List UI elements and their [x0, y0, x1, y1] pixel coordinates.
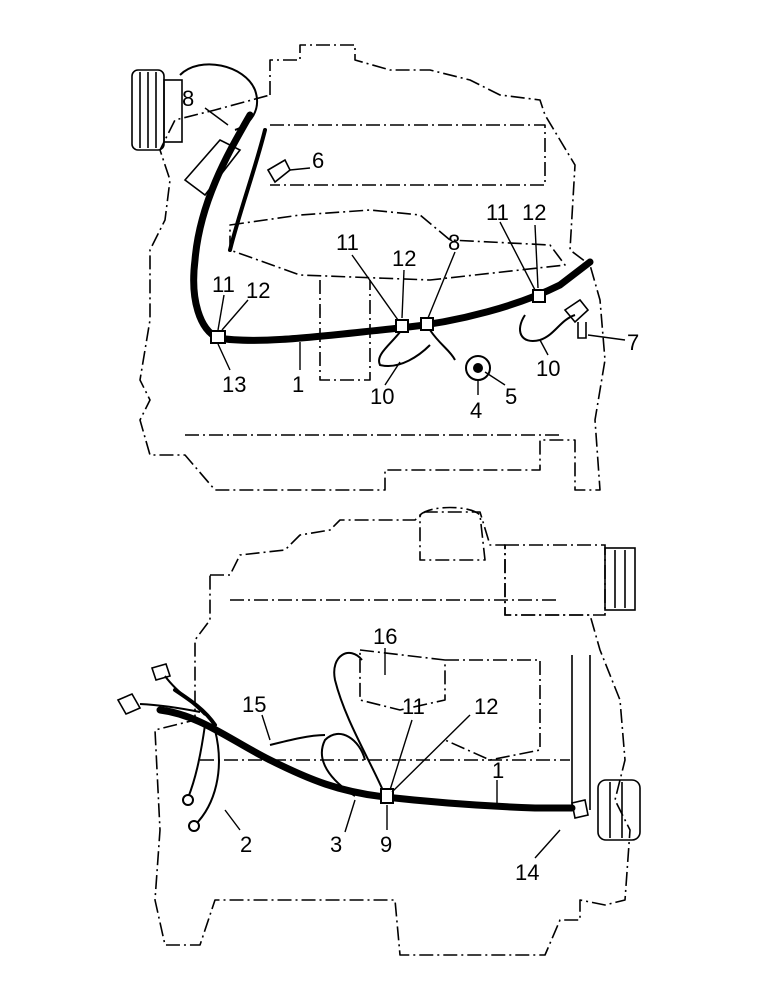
top-callout-8a: 8	[182, 86, 194, 111]
bottom-engine-outline	[154, 511, 631, 956]
top-callout-10b: 10	[536, 356, 560, 381]
bottom-turbo	[419, 506, 486, 561]
top-sensor-disc-center	[473, 363, 483, 373]
bottom-loop-3	[320, 733, 366, 797]
top-leader-10b	[539, 339, 549, 356]
bottom-terminal-b	[188, 820, 200, 832]
bottom-harness-left-branch	[173, 688, 217, 727]
top-alternator-bracket	[183, 139, 242, 197]
top-leader-12b	[534, 224, 539, 289]
bottom-air-cleaner	[504, 544, 606, 616]
top-leader-12a	[401, 269, 405, 319]
top-harness-branch-upper	[228, 128, 267, 252]
bottom-wire-to-connector-b	[164, 675, 206, 716]
bottom-engine-view: 16 15 11 12 1 2 3 9 14	[116, 506, 641, 956]
top-callout-12a: 12	[392, 246, 416, 271]
bottom-wire-to-connector-a	[139, 703, 201, 713]
top-callout-1: 1	[292, 372, 304, 397]
top-branch-wire-10c	[519, 314, 576, 342]
bottom-pulley	[597, 547, 641, 841]
top-branch-wire-10a	[378, 331, 431, 367]
bottom-leader-15	[261, 714, 271, 741]
top-manifold	[229, 209, 566, 281]
top-callout-11c: 11	[212, 272, 235, 297]
top-leader-6	[289, 167, 311, 171]
bottom-callout-11: 11	[402, 694, 425, 719]
top-callout-6: 6	[312, 148, 324, 173]
top-leader-11a	[351, 254, 399, 321]
bottom-left-wire-a	[187, 724, 206, 799]
bottom-leader-12	[391, 714, 471, 793]
top-leader-5	[484, 371, 506, 386]
top-branch-wire-10b	[429, 329, 456, 361]
top-clip-mid-b	[420, 317, 434, 331]
bottom-callout-2: 2	[240, 832, 252, 857]
top-leader-8b	[427, 251, 456, 319]
top-leader-7	[587, 334, 626, 341]
top-callout-13: 13	[222, 372, 246, 397]
bottom-connector-a	[116, 692, 142, 716]
top-engine-view: 8 6 11 12 8 11 12 11 12 13 1 10 4 5 10 7	[131, 44, 639, 491]
top-callout-12b: 12	[522, 200, 546, 225]
top-leader-11c	[217, 294, 225, 331]
bottom-loop-16	[333, 651, 386, 796]
top-main-harness	[190, 111, 594, 344]
top-clip-right	[532, 289, 546, 303]
top-leader-11b	[499, 221, 536, 291]
bottom-left-wire-b	[194, 729, 220, 826]
top-leader-13	[217, 343, 231, 371]
bottom-wire-15	[269, 734, 326, 746]
bottom-dipstick-tube	[571, 655, 591, 810]
top-leader-12c	[221, 299, 249, 331]
bottom-main-harness	[156, 706, 576, 812]
bottom-leader-2	[224, 809, 241, 831]
bottom-callout-14: 14	[515, 860, 539, 885]
bottom-callout-15: 15	[242, 692, 266, 717]
top-callout-12c: 12	[246, 278, 270, 303]
bottom-callout-1: 1	[492, 758, 504, 783]
bottom-leader-11	[389, 719, 413, 791]
bottom-clip-9	[380, 788, 394, 804]
top-leader-10a	[384, 361, 401, 386]
top-leader-8a	[204, 107, 229, 126]
top-callout-7: 7	[627, 330, 639, 355]
bottom-callout-9: 9	[380, 832, 392, 857]
top-callout-10a: 10	[370, 384, 394, 409]
top-clip-mid-a	[395, 319, 409, 333]
top-clip-left	[210, 330, 226, 344]
top-engine-outline	[139, 44, 606, 491]
top-callout-4: 4	[470, 398, 482, 423]
bottom-manifold	[359, 649, 541, 761]
top-sensor-7	[563, 298, 590, 339]
top-callout-8b: 8	[448, 230, 460, 255]
bottom-terminal-a	[182, 794, 194, 806]
bottom-connector-b	[150, 663, 172, 681]
bottom-leader-3	[344, 799, 356, 833]
top-sensor-6	[266, 158, 292, 184]
bottom-sensor-14	[571, 799, 589, 819]
bottom-callout-12: 12	[474, 694, 498, 719]
bottom-leader-14	[534, 829, 561, 859]
top-pulley	[131, 69, 183, 151]
bottom-callout-16: 16	[373, 624, 397, 649]
top-callout-11a: 11	[336, 230, 359, 255]
top-callout-11b: 11	[486, 200, 509, 225]
bottom-callout-3: 3	[330, 832, 342, 857]
top-callout-5: 5	[505, 384, 517, 409]
